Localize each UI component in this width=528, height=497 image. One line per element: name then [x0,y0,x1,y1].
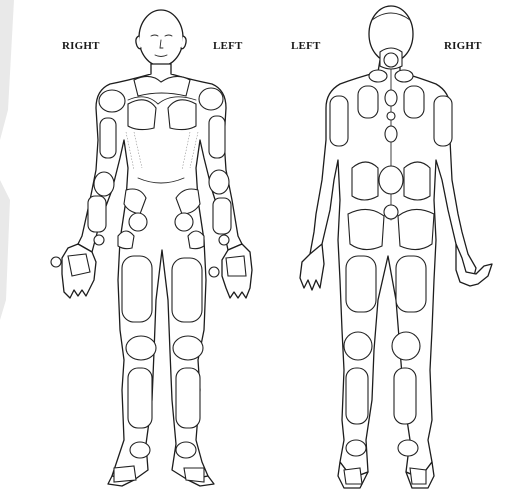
back-buttock-left-region [398,209,434,249]
front-inner-hip-right-region [118,231,134,249]
front-foot-right-region [114,466,136,482]
back-flank-right-region [352,162,378,200]
front-groin-left-region [175,213,193,231]
front-ankle-right-region [130,442,150,458]
front-inner-hip-left-region [188,231,204,249]
back-heel-right-region [344,468,362,484]
back-calf-left-region [394,368,416,424]
back-thoracic-mid-region [385,126,397,142]
front-shoulder-left-region [199,88,223,110]
back-thoracic-upper-region [385,90,397,106]
back-sacral-region [384,205,398,219]
front-head [139,10,183,66]
back-thigh-left-region [396,256,426,312]
front-elbow-left-region [209,170,229,194]
front-upper-arm-right-region [100,118,116,158]
front-foot-left-region [184,468,204,482]
front-knee-right-region [126,336,156,360]
front-wrist-left-region [219,235,229,245]
back-trapezius-right-region [369,70,387,82]
front-thumb-right-region [51,257,61,267]
back-upper-arm-right-region [330,96,348,146]
back-ankle-left-region [398,440,418,456]
front-forearm-right-region [88,196,106,232]
front-palm-left-region [226,256,246,276]
back-cervical-region [384,53,398,67]
front-shin-right-region [128,368,152,428]
front-groin-right-region [129,213,147,231]
front-shin-left-region [176,368,200,428]
back-trapezius-left-region [395,70,413,82]
back-calf-right-region [346,368,368,424]
back-thoracic-small-region [387,112,395,120]
back-knee-left-region [392,332,420,360]
front-shoulder-right-region [99,90,125,112]
back-upper-scapula-right-region [358,86,378,118]
front-palm-right-region [68,254,90,276]
front-forearm-left-region [213,198,231,234]
front-ankle-left-region [176,442,196,458]
front-elbow-right-region [94,172,114,196]
front-wrist-right-region [94,235,104,245]
back-flank-left-region [404,162,430,200]
back-upper-arm-left-region [434,96,452,146]
front-thigh-right-region [122,256,152,322]
back-upper-scapula-left-region [404,86,424,118]
front-upper-arm-left-region [209,116,225,158]
front-chest-right-region [128,100,156,130]
back-figure [300,6,492,488]
front-knee-left-region [173,336,203,360]
front-chest-left-region [168,100,196,130]
back-buttock-right-region [348,209,384,249]
back-ankle-right-region [346,440,366,456]
front-thigh-left-region [172,258,202,322]
back-knee-right-region [344,332,372,360]
scan-shadow [0,0,14,140]
back-heel-left-region [410,468,426,484]
front-thumb-left-region [209,267,219,277]
front-figure [51,10,252,486]
scan-shadow [0,180,10,320]
back-thigh-right-region [346,256,376,312]
back-lumbar-region [379,166,403,194]
